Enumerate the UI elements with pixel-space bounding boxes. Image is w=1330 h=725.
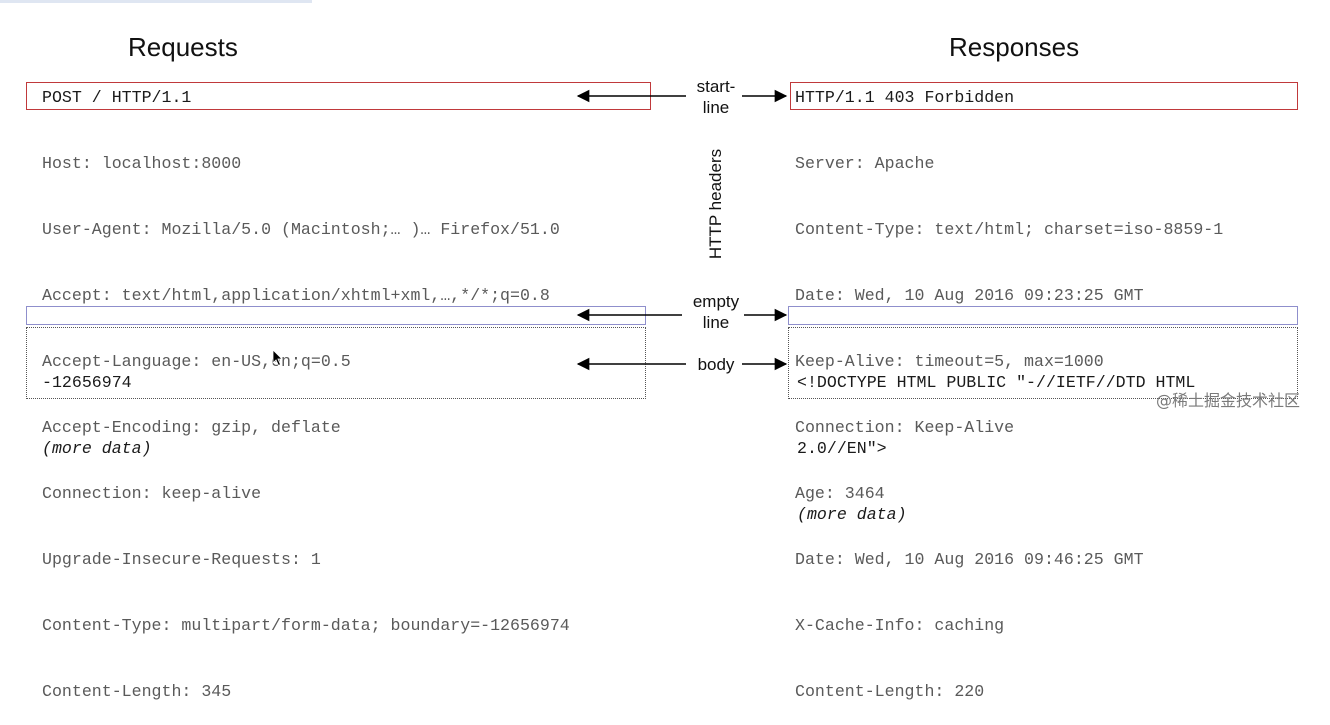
- request-header-line: Accept-Language: en-US,en;q=0.5: [42, 352, 351, 371]
- response-header-line: Content-Type: text/html; charset=iso-885…: [795, 220, 1224, 239]
- response-body-more: (more data): [797, 505, 907, 524]
- request-start-line: POST / HTTP/1.1: [42, 88, 192, 107]
- mouse-pointer-icon: [272, 349, 283, 367]
- request-header-line: Accept: text/html,application/xhtml+xml,…: [42, 286, 550, 305]
- response-body-box: [788, 327, 1298, 399]
- responses-heading: Responses: [949, 32, 1080, 62]
- connector-arrows: [576, 89, 788, 371]
- empty-line-label-line1: empty: [692, 292, 740, 311]
- response-empty-line-box: [788, 306, 1298, 325]
- response-start-line: HTTP/1.1 403 Forbidden: [795, 88, 1015, 107]
- response-body-line: <!DOCTYPE HTML PUBLIC "-//IETF//DTD HTML: [797, 373, 1196, 392]
- response-header-line: X-Cache-Info: caching: [795, 616, 1005, 635]
- watermark-text: @稀土掘金技术社区: [1156, 391, 1301, 410]
- response-header-line: Date: Wed, 10 Aug 2016 09:46:25 GMT: [795, 550, 1144, 569]
- requests-heading: Requests: [128, 32, 238, 62]
- body-label: body: [697, 355, 735, 374]
- response-body-line: 2.0//EN">: [797, 439, 887, 458]
- empty-line-label: empty line: [686, 291, 746, 333]
- request-body-more: (more data): [42, 439, 152, 458]
- start-line-label-line1: start-: [696, 77, 736, 96]
- request-header-line: Connection: keep-alive: [42, 484, 262, 503]
- response-header-line: Server: Apache: [795, 154, 935, 173]
- request-header-line: Upgrade-Insecure-Requests: 1: [42, 550, 321, 569]
- request-header-line: Content-Type: multipart/form-data; bound…: [42, 616, 570, 635]
- start-line-label-line2: line: [702, 98, 730, 117]
- response-header-line: Date: Wed, 10 Aug 2016 09:23:25 GMT: [795, 286, 1144, 305]
- request-body-box: [26, 327, 646, 399]
- start-line-label: start- line: [692, 76, 740, 118]
- response-start-line-box: [790, 82, 1298, 110]
- request-header-line: Host: localhost:8000: [42, 154, 242, 173]
- response-header-line: Keep-Alive: timeout=5, max=1000: [795, 352, 1104, 371]
- response-header-line: Content-Length: 220: [795, 682, 985, 701]
- request-header-line: Content-Length: 345: [42, 682, 232, 701]
- request-body-line: -12656974: [42, 373, 132, 392]
- request-header-line: User-Agent: Mozilla/5.0 (Macintosh;… )… …: [42, 220, 560, 239]
- empty-line-label-line2: line: [702, 313, 730, 332]
- top-edge-strip: [0, 0, 312, 3]
